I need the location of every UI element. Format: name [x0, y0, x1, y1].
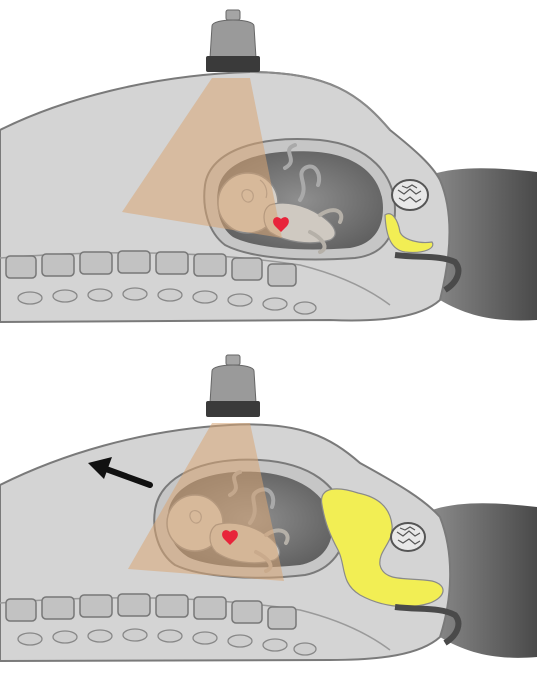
panel-empty-bladder: [0, 0, 537, 335]
panel-full-bladder: [0, 345, 537, 681]
ultrasound-probe-icon: [206, 10, 260, 72]
pubic-bone: [391, 523, 425, 551]
ultrasound-probe-icon: [206, 355, 260, 417]
pubic-bone: [392, 180, 428, 210]
